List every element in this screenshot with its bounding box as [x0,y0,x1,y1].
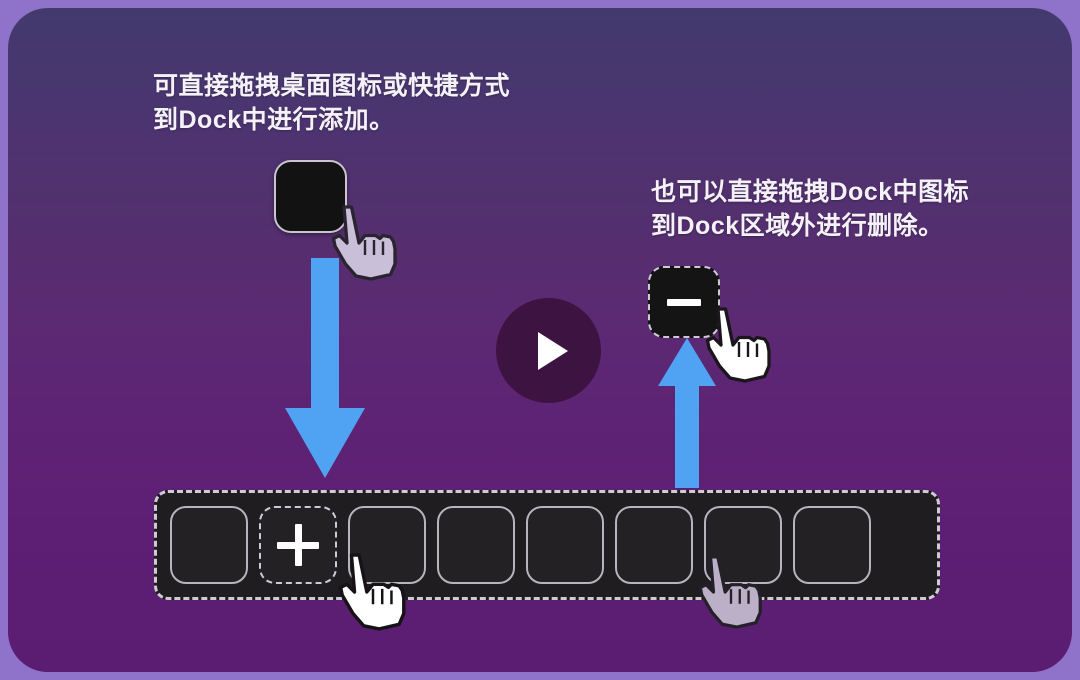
dock-slot-7[interactable] [704,506,782,584]
cursor-on-minus-icon [700,304,778,391]
caption-remove-instruction: 也可以直接拖拽Dock中图标 到Dock区域外进行删除。 [651,178,970,240]
dock-slot-5[interactable] [526,506,604,584]
plus-icon [277,524,319,566]
minus-badge-icon[interactable] [648,266,720,338]
cursor-on-dock-slot-6 [693,551,769,638]
dock-slot-2-add[interactable] [259,506,337,584]
cursor-on-dock-add-slot [333,549,413,640]
dock-slot-6[interactable] [615,506,693,584]
play-icon [538,331,568,370]
caption-add-instruction: 可直接拖拽桌面图标或快捷方式 到Dock中进行添加。 [153,72,511,134]
dock-slot-3[interactable] [348,506,426,584]
play-button[interactable] [496,298,601,403]
cursor-on-drag-icon [326,204,404,287]
minus-glyph [667,298,701,306]
tutorial-card: 可直接拖拽桌面图标或快捷方式 到Dock中进行添加。 也可以直接拖拽Dock中图… [8,8,1072,672]
dock-bar[interactable] [154,490,940,600]
dock-slot-1[interactable] [170,506,248,584]
desktop-app-icon[interactable] [274,160,347,233]
dock-slot-4[interactable] [437,506,515,584]
arrow-up-icon [658,338,716,493]
dock-slot-8[interactable] [793,506,871,584]
arrow-down-icon [285,258,365,483]
